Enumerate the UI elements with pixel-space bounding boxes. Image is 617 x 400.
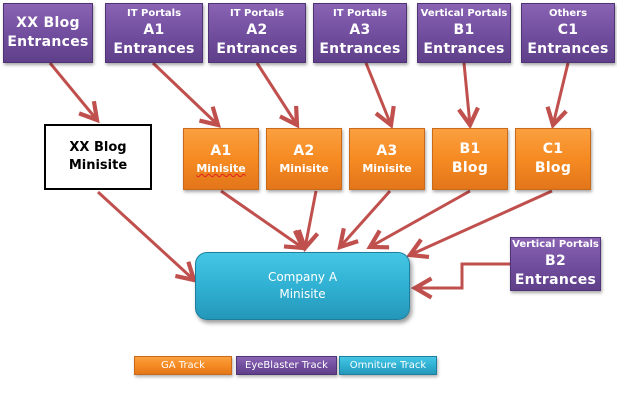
node-xx-blog-entrances: XX Blog Entrances xyxy=(3,3,93,63)
node-line2: Entrances xyxy=(113,41,195,57)
node-line1: A2 xyxy=(293,143,315,159)
arrow-xx-blog-minisite-to-company-a xyxy=(96,190,198,283)
node-line1: A3 xyxy=(376,143,398,159)
node-category: Vertical Portals xyxy=(512,239,599,250)
node-line1: A1 xyxy=(210,143,232,159)
legend-label: Omniture Track xyxy=(349,360,427,371)
node-b2-entrances: Vertical Portals B2 Entrances xyxy=(510,237,601,291)
node-c1-blog: C1 Blog xyxy=(515,128,591,190)
arrow-a1-entrances-to-a1-minisite xyxy=(151,61,222,128)
node-line1: C1 xyxy=(542,141,564,157)
legend-omniture-track: Omniture Track xyxy=(339,356,437,375)
node-line2: Blog xyxy=(451,160,489,176)
node-line2: Minisite xyxy=(196,162,246,175)
node-b1-entrances: Vertical Portals B1 Entrances xyxy=(417,3,511,63)
node-a1-entrances: IT Portals A1 Entrances xyxy=(105,3,203,63)
arrow-a2-minisite-to-company-a xyxy=(296,190,320,253)
legend-eyeblaster-track: EyeBlaster Track xyxy=(236,356,337,375)
node-line2: Entrances xyxy=(319,41,401,57)
node-category: IT Portals xyxy=(332,8,388,19)
node-line2: Entrances xyxy=(423,41,505,57)
node-line2: Entrances xyxy=(216,41,298,57)
node-line1: A3 xyxy=(349,22,371,38)
arrow-c1-blog-to-company-a xyxy=(406,189,553,260)
node-b1-blog: B1 Blog xyxy=(432,128,508,190)
node-line1: A2 xyxy=(246,22,268,38)
legend-label: GA Track xyxy=(161,360,205,371)
node-line2: Minisite xyxy=(279,287,326,301)
node-category: Vertical Portals xyxy=(420,8,508,19)
node-a2-entrances: IT Portals A2 Entrances xyxy=(208,3,306,63)
legend-ga-track: GA Track xyxy=(134,356,232,375)
arrow-b1-blog-to-company-a xyxy=(366,189,471,250)
arrow-b1-entrances-to-b1-blog xyxy=(457,62,480,130)
node-line2: Minisite xyxy=(362,162,412,175)
node-line2: Minisite xyxy=(68,158,128,173)
arrow-a3-entrances-to-a3-minisite xyxy=(364,62,396,129)
node-line1: XX Blog xyxy=(16,15,80,31)
node-a3-entrances: IT Portals A3 Entrances xyxy=(313,3,407,63)
node-xx-blog-minisite: XX Blog Minisite xyxy=(44,124,152,190)
node-line2: Entrances xyxy=(7,34,89,50)
arrow-xx-blog-entrances-to-minisite xyxy=(48,62,100,124)
arrow-a3-minisite-to-company-a xyxy=(337,190,392,251)
node-a3-minisite: A3 Minisite xyxy=(349,128,425,190)
node-line1: B2 xyxy=(544,253,566,269)
arrow-a2-entrances-to-a2-minisite xyxy=(255,62,300,129)
node-line2: Entrances xyxy=(527,41,609,57)
node-line1: XX Blog xyxy=(69,140,127,155)
arrow-b2-entrances-to-company-a xyxy=(410,262,510,300)
node-c1-entrances: Others C1 Entrances xyxy=(521,3,615,63)
node-line1: B1 xyxy=(453,22,475,38)
node-category: IT Portals xyxy=(126,8,182,19)
node-line1: A1 xyxy=(143,22,165,38)
legend-label: EyeBlaster Track xyxy=(245,360,328,371)
arrow-a1-minisite-to-company-a xyxy=(220,189,307,251)
arrow-c1-entrances-to-c1-blog xyxy=(545,62,570,130)
node-company-a-minisite: Company A Minisite xyxy=(195,252,410,320)
node-line2: Minisite xyxy=(279,162,329,175)
node-a2-minisite: A2 Minisite xyxy=(266,128,342,190)
node-category: Others xyxy=(548,8,588,19)
node-line2: Blog xyxy=(534,160,572,176)
node-line1: B1 xyxy=(459,141,481,157)
node-category: IT Portals xyxy=(229,8,285,19)
node-line1: C1 xyxy=(557,22,579,38)
node-a1-minisite: A1 Minisite xyxy=(183,128,259,190)
node-line2: Entrances xyxy=(514,272,597,288)
node-line1: Company A xyxy=(267,270,338,284)
